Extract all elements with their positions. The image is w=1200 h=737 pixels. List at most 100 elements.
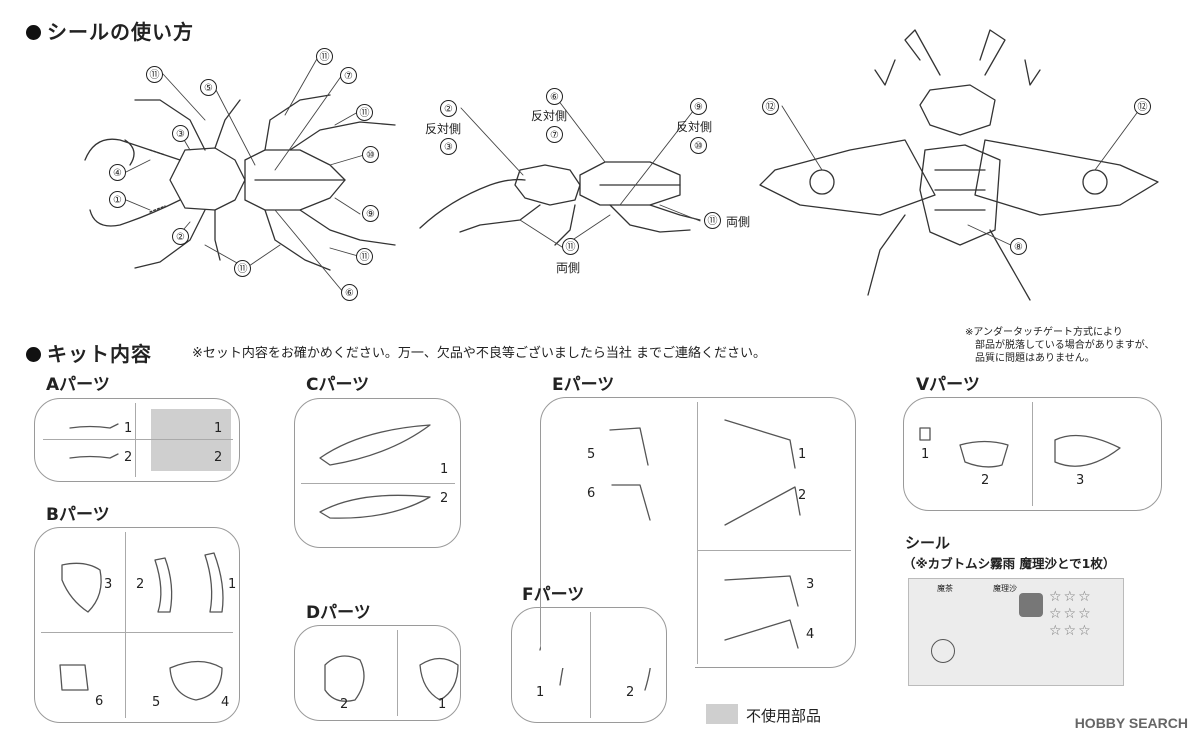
sticker-sheet-text: 魔茶 xyxy=(937,584,953,593)
callout-4: ④ xyxy=(109,164,126,181)
divider xyxy=(41,632,233,633)
callout-2: ② xyxy=(172,228,189,245)
sticker-sheet-text: 魔理沙 xyxy=(993,584,1017,593)
callout-10: ⑩ xyxy=(690,137,707,154)
parts-frame-d xyxy=(294,625,461,721)
part-number: 1 xyxy=(228,577,237,592)
callout-9: ⑨ xyxy=(690,98,707,115)
callout-11: ⑪ xyxy=(146,66,163,83)
part-number: 2 xyxy=(136,577,145,592)
kit-contents-heading: キット内容 xyxy=(26,338,152,367)
parts-frame-v xyxy=(903,397,1162,511)
unused-part-area xyxy=(151,409,231,471)
part-number: 5 xyxy=(587,447,596,462)
opposite-side-note: 反対側 xyxy=(425,122,462,136)
part-number: 2 xyxy=(981,473,990,488)
part-label-f: Fパーツ xyxy=(522,585,585,605)
part-number: 2 xyxy=(440,491,449,506)
gate-note-line: ※アンダータッチゲート方式により xyxy=(965,327,1123,338)
octagon-sticker-icon xyxy=(1019,593,1043,617)
callout-7: ⑦ xyxy=(340,67,357,84)
callout-7: ⑦ xyxy=(546,126,563,143)
callout-leaders xyxy=(125,56,1143,293)
part-number: 6 xyxy=(95,694,104,709)
watermark: HOBBY SEARCH xyxy=(1074,715,1188,731)
part-number: 1 xyxy=(438,697,447,712)
part-number: 3 xyxy=(1076,473,1085,488)
yin-yang-sticker-icon xyxy=(931,639,955,663)
callout-11: ⑪ xyxy=(234,260,251,277)
sticker-usage-heading: シールの使い方 xyxy=(26,16,194,45)
part-number: 2 xyxy=(214,450,223,465)
kit-notice: ※セット内容をお確かめください。万一、欠品や不良等ございましたら当社 までご連絡… xyxy=(192,346,767,361)
parts-frame-c xyxy=(294,398,461,548)
callout-12: ⑫ xyxy=(762,98,779,115)
part-label-b: Bパーツ xyxy=(46,505,110,525)
both-sides-note: 両側 xyxy=(726,215,751,229)
bullet-icon xyxy=(26,347,41,362)
part-number: 2 xyxy=(340,697,349,712)
callout-11: ⑪ xyxy=(562,238,579,255)
callout-2: ② xyxy=(440,100,457,117)
part-label-c: Cパーツ xyxy=(306,375,370,395)
callout-11: ⑪ xyxy=(704,212,721,229)
callout-11: ⑪ xyxy=(356,248,373,265)
part-number: 2 xyxy=(798,488,807,503)
flying-view-beetle xyxy=(759,29,1159,301)
callout-6: ⑥ xyxy=(546,88,563,105)
callout-3: ③ xyxy=(172,125,189,142)
sticker-sheet: 魔茶 魔理沙 ☆☆☆☆☆☆☆☆☆ xyxy=(908,578,1124,686)
part-label-d: Dパーツ xyxy=(306,603,371,623)
part-label-v: Vパーツ xyxy=(916,375,980,395)
callout-11: ⑪ xyxy=(316,48,333,65)
callout-9: ⑨ xyxy=(362,205,379,222)
part-number: 3 xyxy=(104,577,113,592)
top-view-beetle xyxy=(84,94,396,271)
part-number: 3 xyxy=(806,577,815,592)
part-label-e: Eパーツ xyxy=(552,375,615,395)
part-number: 4 xyxy=(806,627,815,642)
divider xyxy=(43,439,233,440)
part-label-a: Aパーツ xyxy=(46,375,110,395)
callout-10: ⑩ xyxy=(362,146,379,163)
part-number: 1 xyxy=(798,447,807,462)
opposite-side-note: 反対側 xyxy=(531,109,568,123)
parts-frame-e xyxy=(540,397,856,668)
divider xyxy=(697,550,851,551)
divider xyxy=(397,630,398,716)
parts-frame-b xyxy=(34,527,240,723)
divider xyxy=(301,483,455,484)
unused-legend-swatch xyxy=(706,704,738,724)
part-number: 4 xyxy=(221,695,230,710)
parts-frame-f xyxy=(511,607,667,723)
part-number: 1 xyxy=(536,685,545,700)
callout-1: ① xyxy=(109,191,126,208)
callout-11: ⑪ xyxy=(356,104,373,121)
gate-note-line: 品質に問題はありません。 xyxy=(975,353,1095,364)
part-number: 6 xyxy=(587,486,596,501)
star-stickers-icon: ☆☆☆☆☆☆☆☆☆ xyxy=(1049,589,1093,639)
part-number: 2 xyxy=(124,450,133,465)
gate-note-line: 部品が脱落している場合がありますが、 xyxy=(975,340,1155,351)
gate-note: ※アンダータッチゲート方式により 部品が脱落している場合がありますが、 品質に問… xyxy=(965,326,1155,365)
side-view-beetle xyxy=(419,161,701,246)
parts-frame-a xyxy=(34,398,240,482)
divider xyxy=(590,612,591,718)
opposite-side-note: 反対側 xyxy=(676,120,713,134)
part-number: 1 xyxy=(440,462,449,477)
unused-legend-label: 不使用部品 xyxy=(746,707,822,725)
part-number: 5 xyxy=(152,695,161,710)
frame-e-cutout xyxy=(541,554,695,668)
callout-12: ⑫ xyxy=(1134,98,1151,115)
part-number: 1 xyxy=(214,421,223,436)
part-number: 2 xyxy=(626,685,635,700)
part-number: 1 xyxy=(124,421,133,436)
bullet-icon xyxy=(26,25,41,40)
divider xyxy=(697,402,698,664)
divider xyxy=(135,403,136,477)
sticker-subtitle: （※カブトムシ霧雨 魔理沙とで1枚） xyxy=(903,556,1116,571)
part-number: 1 xyxy=(921,447,930,462)
callout-8: ⑧ xyxy=(1010,238,1027,255)
divider xyxy=(1032,402,1033,506)
divider xyxy=(125,532,126,718)
